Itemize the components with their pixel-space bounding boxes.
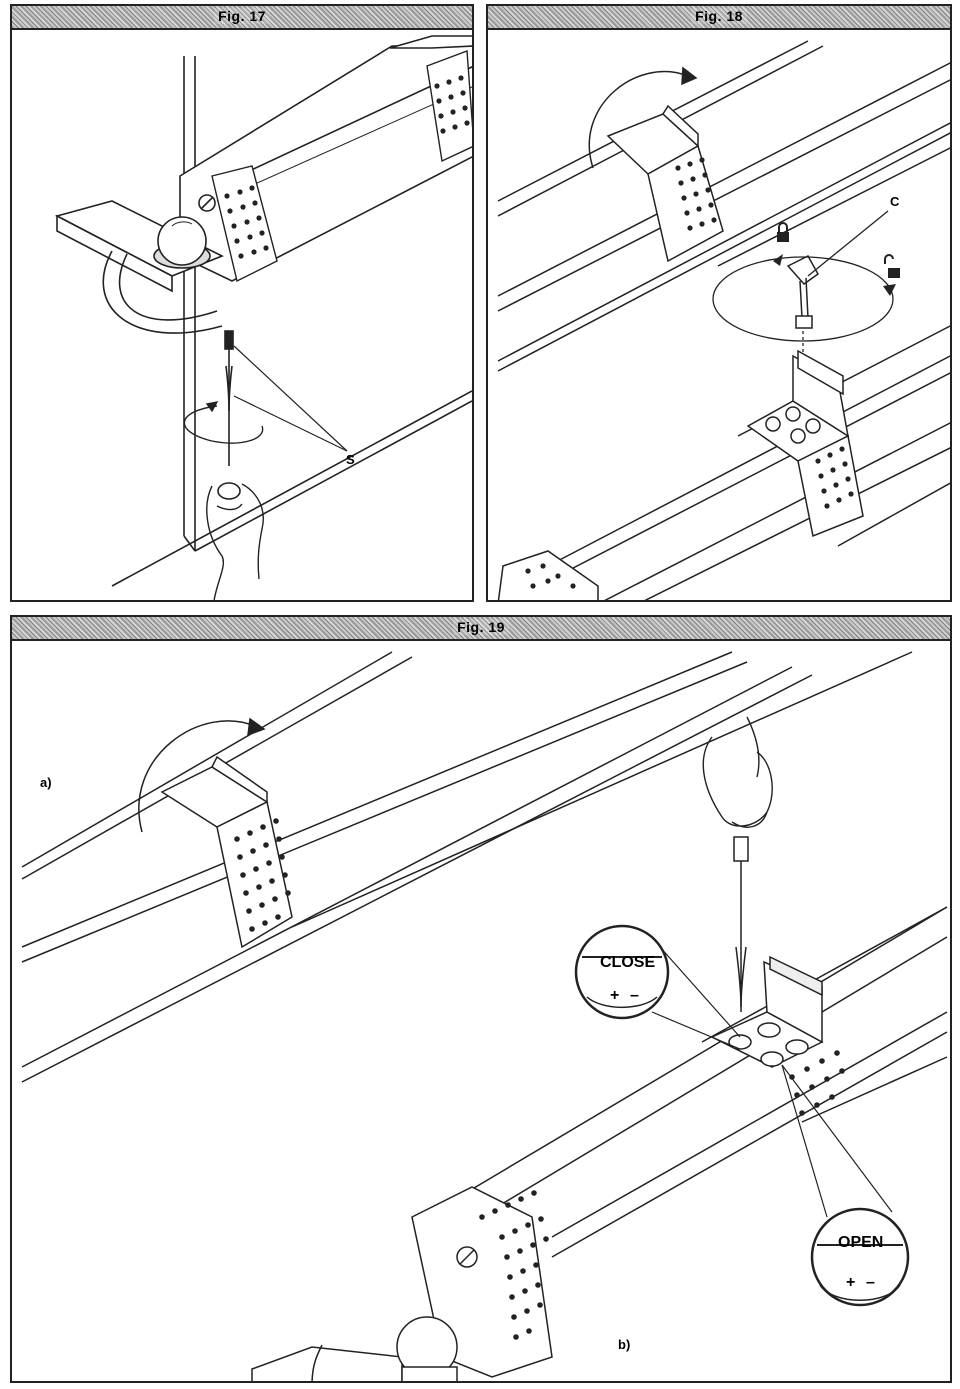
figure-18-panel: Fig. 18: [486, 4, 952, 602]
figure-17-drawing: S: [54, 35, 472, 600]
padlock-locked-icon: [777, 222, 789, 242]
close-dial-minus: –: [630, 987, 639, 1004]
open-dial-plus: +: [846, 1274, 855, 1291]
figure-18-title: Fig. 18: [691, 8, 747, 24]
open-dial-label: OPEN: [838, 1234, 883, 1251]
figure-19-header: Fig. 19: [12, 617, 950, 641]
close-dial: [574, 924, 670, 1020]
rotate-arrow-icon: [588, 66, 698, 169]
close-dial-plus: +: [610, 987, 619, 1004]
open-dial-minus: –: [866, 1274, 875, 1291]
open-dial: [810, 1207, 910, 1307]
callout-c: C: [890, 194, 900, 209]
close-dial-label: CLOSE: [600, 954, 655, 971]
hand-icon: [206, 483, 264, 600]
figure-18-header: Fig. 18: [488, 6, 950, 30]
hand-icon: [702, 716, 773, 828]
rotate-arrow-icon: [183, 401, 264, 444]
figure-17-title: Fig. 17: [214, 8, 270, 24]
callout-s: S: [346, 452, 355, 467]
figure-19-panel: Fig. 19 a): [10, 615, 952, 1383]
figure-19-title: Fig. 19: [453, 619, 509, 635]
figure-17-panel: Fig. 17: [10, 4, 474, 602]
ball-joint: [396, 1316, 458, 1381]
rotate-arrow-icon: [138, 717, 266, 833]
callout-a: a): [40, 775, 52, 790]
ball-joint: [153, 216, 211, 269]
mounting-bracket: [251, 1344, 403, 1381]
release-key-icon: [786, 255, 819, 329]
padlock-unlocked-icon: [884, 254, 900, 278]
screwdriver-icon: [733, 836, 749, 1012]
screwdriver-icon: [217, 330, 241, 500]
callout-b: b): [618, 1337, 630, 1352]
figure-18-drawing: C: [497, 40, 950, 600]
figure-19-drawing: a): [21, 651, 948, 1381]
figure-17-header: Fig. 17: [12, 6, 472, 30]
rotation-path: [712, 256, 894, 342]
adjustment-box: [710, 955, 824, 1068]
